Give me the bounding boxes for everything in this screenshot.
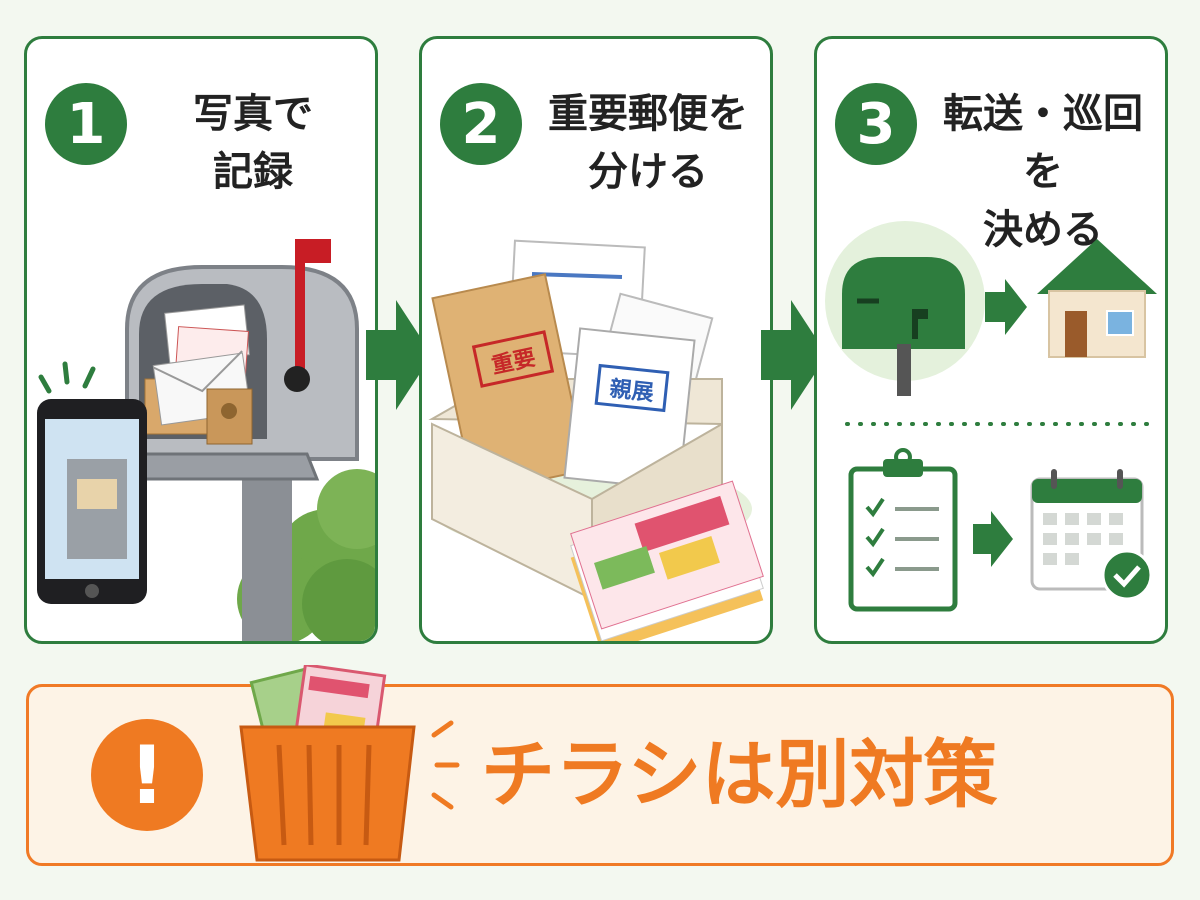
arrow-right-icon — [366, 300, 432, 410]
arrow-right-icon — [985, 279, 1027, 335]
green-mailbox-icon — [842, 257, 965, 396]
step-3-title: 転送・巡回を 決める — [943, 91, 1143, 253]
house-icon — [1037, 239, 1157, 358]
flyer-stack — [570, 480, 764, 641]
confidential-stamp: 親展 — [608, 377, 654, 406]
arrow-right-icon — [761, 300, 827, 410]
confidential-envelope: 親展 — [563, 327, 696, 491]
flyer-warning-banner: ! チラシは別対策 — [26, 665, 1174, 866]
step-1-header: 1 写真で 記録 — [45, 83, 365, 233]
step-2-title: 重要郵便を 分ける — [548, 91, 748, 195]
step-1-panel: 1 写真で 記録 — [24, 36, 378, 644]
step-2-header: 2 重要郵便を 分ける — [440, 83, 760, 233]
warning-icon: ! — [91, 719, 203, 831]
mailbox-photo-illustration — [37, 239, 375, 641]
important-envelope: 重要 — [431, 273, 588, 496]
step-2-number: 2 — [440, 83, 522, 165]
calendar-icon — [1030, 469, 1153, 601]
arrow-right-icon — [973, 511, 1013, 567]
trash-basket-icon — [239, 665, 460, 862]
step-1-title: 写真で 記録 — [193, 91, 313, 195]
checklist-clipboard-icon — [848, 448, 958, 612]
step-1-number: 1 — [45, 83, 127, 165]
mailbox-post — [242, 449, 292, 641]
forwarding-illustration — [825, 221, 1157, 612]
step-3-header: 3 転送・巡回を 決める — [835, 83, 1155, 253]
step-2-panel: 2 重要郵便を 分ける 重要 親展 — [419, 36, 773, 644]
smartphone-icon — [37, 399, 147, 604]
mailbox-icon — [124, 239, 359, 481]
step-3-panel: 3 転送・巡回を 決める — [814, 36, 1168, 644]
step-3-number: 3 — [835, 83, 917, 165]
notice-lines — [38, 361, 96, 394]
sorting-box-illustration: 重要 親展 — [428, 239, 764, 641]
warning-text: チラシは別対策 — [481, 732, 998, 818]
